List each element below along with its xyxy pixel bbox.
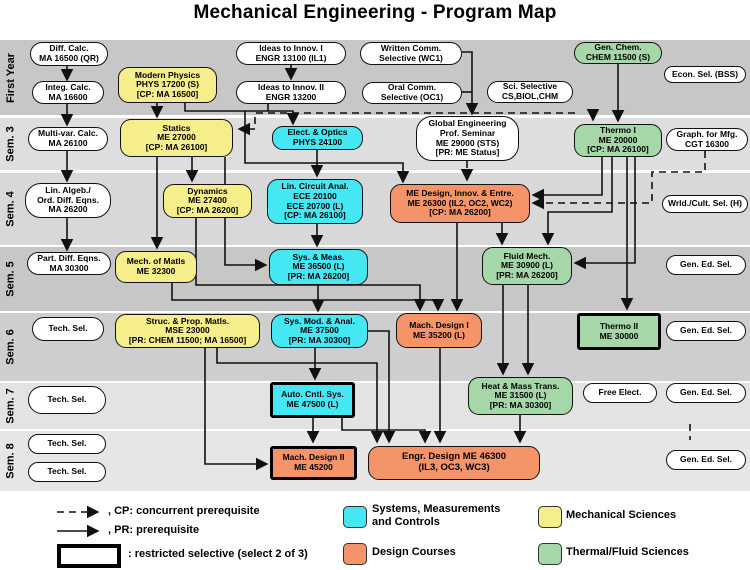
band-sem4 (0, 173, 750, 245)
node-gen-ed-sel-6: Gen. Ed. Sel. (666, 321, 746, 341)
node-sys-mod-anal: Sys. Mod. & Anal. ME 37500 [PR: MA 30300… (271, 314, 368, 348)
node-diff-calc: Diff. Calc. MA 16500 (QR) (30, 42, 108, 66)
row-label-sem8: Sem. 8 (5, 443, 17, 479)
row-label-sem4: Sem. 4 (5, 191, 17, 227)
legend-pr-label: , PR: prerequisite (108, 524, 200, 536)
row-label-sem7: Sem. 7 (5, 388, 17, 424)
node-auto-cntl-sys: Auto. Cntl. Sys. ME 47500 (L) (270, 382, 355, 418)
node-mach-design-1: Mach. Design I ME 35200 (L) (396, 313, 482, 348)
band-sem5 (0, 247, 750, 311)
node-ideas-to-innov-1: Ideas to Innov. I ENGR 13100 (IL1) (236, 42, 346, 65)
row-label-sem3: Sem. 3 (5, 126, 17, 162)
node-written-comm: Written Comm. Selective (WC1) (360, 42, 462, 65)
row-label-first-year: First Year (5, 52, 18, 103)
legend-label-mechanical: Mechanical Sciences (566, 509, 677, 521)
node-tech-sel-7: Tech. Sel. (28, 386, 106, 414)
node-gen-ed-sel-8: Gen. Ed. Sel. (666, 450, 746, 470)
node-mech-of-matls: Mech. of Matls ME 32300 (115, 251, 197, 283)
node-me-design: ME Design, Innov. & Entre. ME 26300 (IL2… (390, 184, 530, 223)
legend-restricted-box (57, 544, 121, 568)
node-free-elect: Free Elect. (583, 383, 657, 403)
node-gen-chem: Gen. Chem. CHEM 11500 (S) (574, 42, 662, 64)
node-modern-physics: Modern Physics PHYS 17200 (S) [CP: MA 16… (118, 67, 217, 103)
node-gen-ed-sel-7: Gen. Ed. Sel. (666, 383, 746, 403)
legend-label-thermal: Thermal/Fluid Sciences (566, 546, 689, 558)
page-title: Mechanical Engineering - Program Map (193, 2, 557, 23)
node-tech-sel-8a: Tech. Sel. (28, 434, 106, 454)
legend-swatch-thermal (538, 543, 562, 565)
node-fluid-mech: Fluid Mech. ME 30900 (L) [PR: MA 26200] (482, 247, 572, 285)
node-thermo-2: Thermo II ME 30000 (577, 313, 661, 350)
legend-cp-label: , CP: concurrent prerequisite (108, 505, 260, 517)
node-lin-circuit-anal: Lin. Circuit Anal. ECE 20100 ECE 20700 (… (267, 179, 363, 224)
node-engr-design: Engr. Design ME 46300 (IL3, OC3, WC3) (368, 446, 540, 480)
node-tech-sel-8b: Tech. Sel. (28, 462, 106, 482)
row-label-sem6: Sem. 6 (5, 329, 17, 365)
node-sci-selective: Sci. Selective CS,BIOL,CHM (487, 81, 573, 103)
legend-swatch-mechanical (538, 506, 562, 528)
node-integ-calc: Integ. Calc. MA 16600 (32, 81, 104, 104)
node-oral-comm: Oral Comm. Selective (OC1) (362, 82, 462, 104)
node-sys-meas: Sys. & Meas. ME 36500 (L) [PR: MA 26200] (269, 249, 368, 285)
node-dynamics: Dynamics ME 27400 [CP: MA 26200] (163, 184, 252, 218)
node-elect-optics: Elect. & Optics PHYS 24100 (272, 126, 363, 150)
node-global-engineering: Global Engineering Prof. Seminar ME 2900… (416, 116, 519, 161)
node-multivar-calc: Multi-var. Calc. MA 26100 (28, 127, 108, 151)
node-thermo-1: Thermo I ME 20000 [CP: MA 26100] (574, 124, 662, 157)
legend-restricted-label: : restricted selective (select 2 of 3) (128, 548, 308, 560)
legend-swatch-systems (343, 506, 367, 528)
node-gen-ed-sel-5: Gen. Ed. Sel. (666, 255, 746, 275)
legend-label-systems: Systems, Measurements and Controls (372, 503, 501, 528)
node-statics: Statics ME 27000 [CP: MA 26100] (120, 119, 233, 157)
row-label-sem5: Sem. 5 (5, 261, 17, 297)
node-lin-algeb: Lin. Algeb./ Ord. Diff. Eqns. MA 26200 (25, 183, 111, 218)
node-graph-for-mfg: Graph. for Mfg. CGT 16300 (666, 128, 748, 151)
node-part-diff-eqns: Part. Diff. Eqns. MA 30300 (27, 252, 111, 275)
node-heat-mass-trans: Heat & Mass Trans. ME 31500 (L) [PR: MA … (468, 377, 573, 415)
node-tech-sel-6: Tech. Sel. (32, 317, 104, 341)
node-mach-design-2: Mach. Design II ME 45200 (270, 446, 357, 480)
node-econ-sel: Econ. Sel. (BSS) (664, 66, 746, 83)
legend-label-design: Design Courses (372, 546, 456, 558)
node-ideas-to-innov-2: Ideas to Innov. II ENGR 13200 (236, 81, 346, 104)
node-wrld-cult-sel: Wrld./Cult. Sel. (H) (662, 195, 748, 213)
legend-swatch-design (343, 543, 367, 565)
node-struc-prop-matls: Struc. & Prop. Matls. MSE 23000 [PR: CHE… (115, 314, 260, 348)
